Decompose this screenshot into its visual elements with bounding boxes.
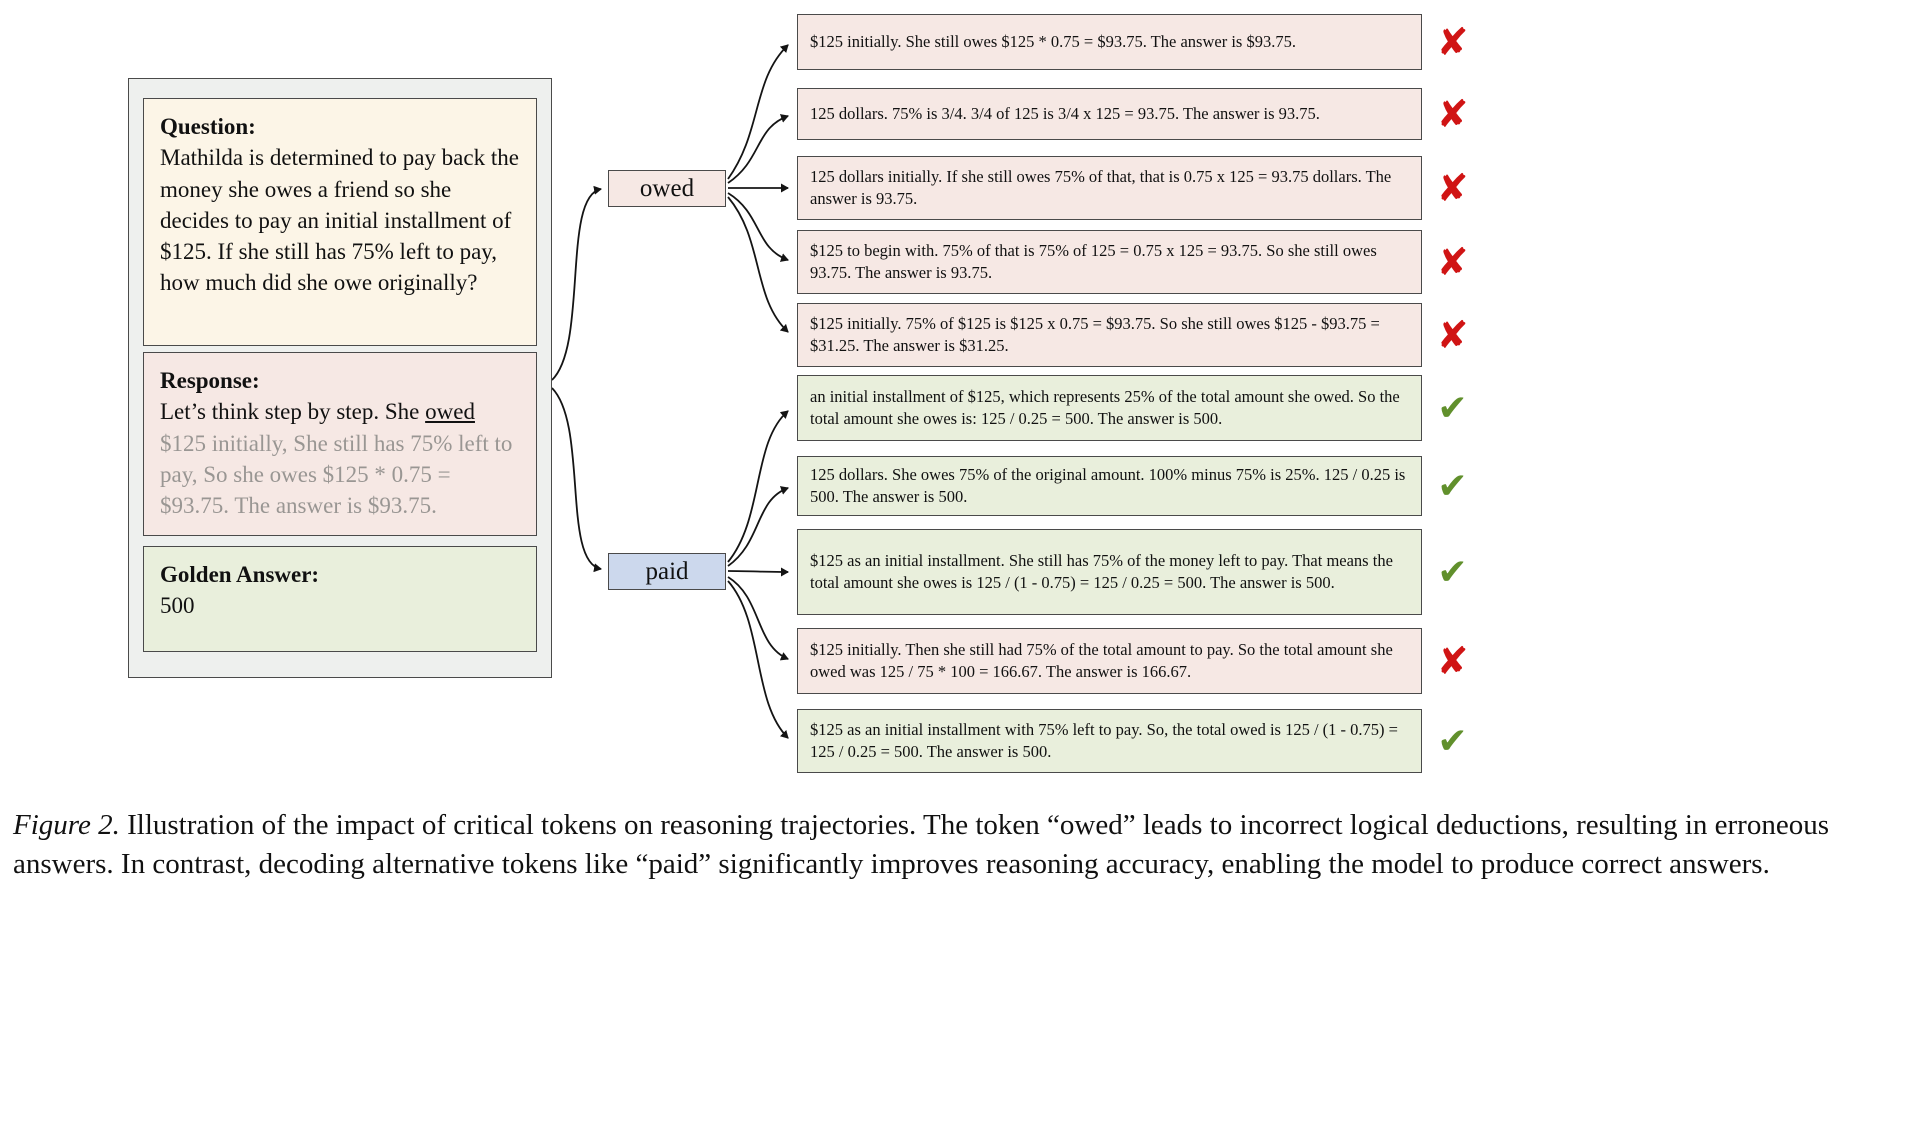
arrow-owed-2 — [727, 114, 789, 184]
golden-answer-value: 500 — [160, 593, 195, 619]
response-continuation: $125 initially, She still has 75% left t… — [160, 430, 513, 519]
correct-check-icon: ✔ — [1437, 720, 1468, 762]
incorrect-x-icon: ✘ — [1436, 166, 1469, 210]
result-text-paid-2: 125 dollars. She owes 75% of the origina… — [797, 456, 1422, 516]
arrow-paid-3 — [727, 567, 789, 577]
arrow-paid-2 — [727, 486, 789, 567]
figure-caption-text: Illustration of the impact of critical t… — [13, 809, 1829, 880]
correct-check-icon: ✔ — [1437, 387, 1468, 429]
golden-answer-label: Golden Answer: — [160, 562, 320, 587]
arrow-owed-1 — [727, 44, 789, 180]
token-node-paid-label: paid — [645, 557, 689, 585]
token-node-paid: paid — [608, 553, 726, 590]
arrow-owed-4 — [727, 192, 789, 262]
incorrect-x-icon: ✘ — [1436, 240, 1469, 284]
arrow-owed-5 — [727, 196, 789, 333]
arrow-trunk-to-paid — [551, 387, 602, 573]
golden-answer-box: Golden Answer: 500 — [143, 546, 537, 652]
result-text-paid-4: $125 initially. Then she still had 75% o… — [797, 628, 1422, 694]
figure-caption: Figure 2. Illustration of the impact of … — [13, 806, 1915, 884]
result-text-owed-5: $125 initially. 75% of $125 is $125 x 0.… — [797, 303, 1422, 367]
arrow-paid-1 — [727, 410, 789, 563]
result-row: $125 as an initial installment with 75% … — [797, 709, 1469, 773]
correct-check-icon: ✔ — [1437, 551, 1468, 593]
result-text-paid-3: $125 as an initial installment. She stil… — [797, 529, 1422, 615]
incorrect-x-icon: ✘ — [1436, 92, 1469, 136]
result-text-owed-3: 125 dollars initially. If she still owes… — [797, 156, 1422, 220]
response-box: Response: Let’s think step by step. She … — [143, 352, 537, 536]
result-row: $125 initially. She still owes $125 * 0.… — [797, 14, 1469, 70]
result-text-owed-1: $125 initially. She still owes $125 * 0.… — [797, 14, 1422, 70]
incorrect-x-icon: ✘ — [1436, 20, 1469, 64]
result-row: $125 as an initial installment. She stil… — [797, 529, 1469, 615]
result-text-paid-1: an initial installment of $125, which re… — [797, 375, 1422, 441]
arrow-paid-5 — [727, 580, 789, 739]
figure-caption-label: Figure 2. — [13, 809, 120, 841]
result-row: 125 dollars. 75% is 3/4. 3/4 of 125 is 3… — [797, 88, 1469, 140]
correct-check-icon: ✔ — [1437, 465, 1468, 507]
arrow-paid-4 — [727, 576, 789, 661]
result-row: $125 initially. 75% of $125 is $125 x 0.… — [797, 303, 1469, 367]
result-row: 125 dollars initially. If she still owes… — [797, 156, 1469, 220]
question-text: Mathilda is determined to pay back the m… — [160, 145, 519, 296]
response-text: Let’s think step by step. She owed $125 … — [160, 396, 520, 521]
result-text-owed-4: $125 to begin with. 75% of that is 75% o… — [797, 230, 1422, 294]
incorrect-x-icon: ✘ — [1436, 639, 1469, 683]
result-text-owed-2: 125 dollars. 75% is 3/4. 3/4 of 125 is 3… — [797, 88, 1422, 140]
result-row: $125 initially. Then she still had 75% o… — [797, 628, 1469, 694]
question-label: Question: — [160, 114, 256, 139]
result-row: 125 dollars. She owes 75% of the origina… — [797, 456, 1469, 516]
token-node-owed: owed — [608, 170, 726, 207]
result-row: $125 to begin with. 75% of that is 75% o… — [797, 230, 1469, 294]
token-node-owed-label: owed — [639, 174, 695, 202]
incorrect-x-icon: ✘ — [1436, 313, 1469, 357]
response-prefix: Let’s think step by step. She — [160, 399, 426, 425]
critical-token-owed: owed — [425, 399, 475, 425]
result-row: an initial installment of $125, which re… — [797, 375, 1469, 441]
result-text-paid-5: $125 as an initial installment with 75% … — [797, 709, 1422, 773]
question-box: Question: Mathilda is determined to pay … — [143, 98, 537, 346]
response-label: Response: — [160, 368, 260, 393]
arrow-trunk-to-owed — [551, 185, 602, 381]
